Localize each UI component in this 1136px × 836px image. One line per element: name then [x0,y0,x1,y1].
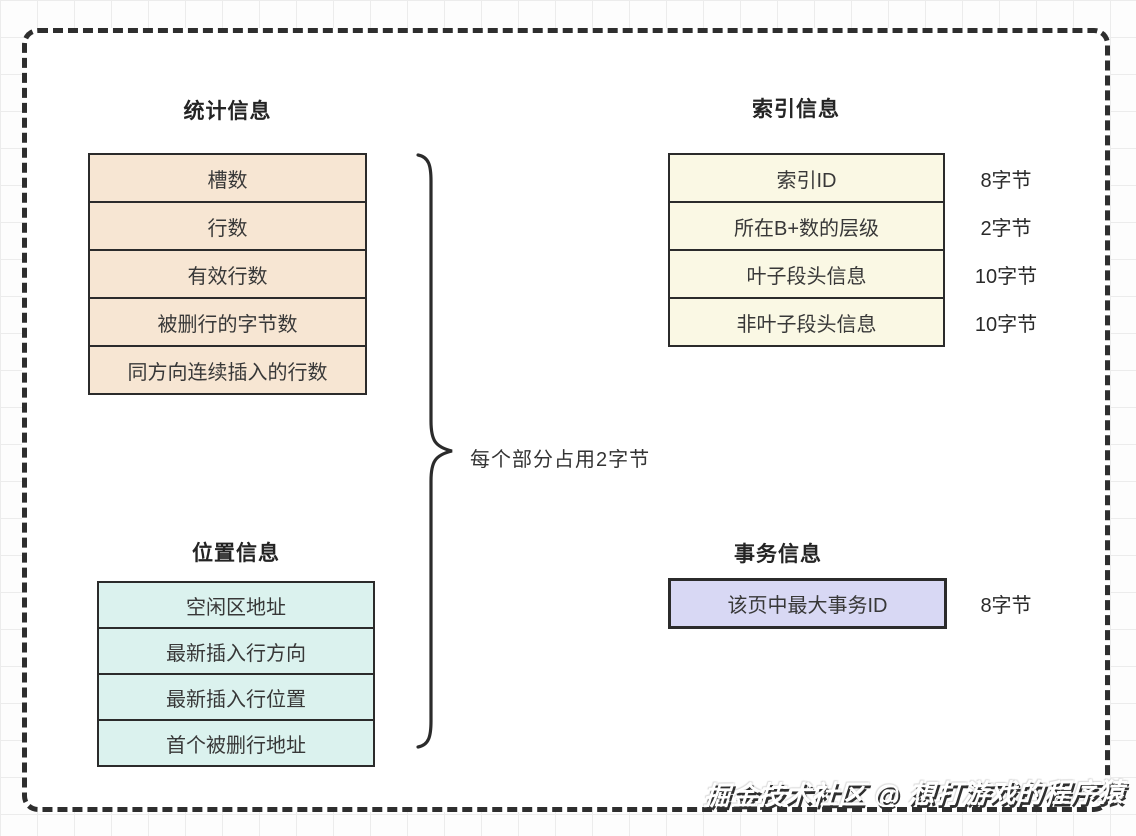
stats-row: 有效行数 [88,249,367,299]
byte-size-label: 2字节 [980,217,1032,240]
position-row: 最新插入行位置 [97,673,375,721]
transaction-row: 该页中最大事务ID [668,578,947,629]
transaction-box: 该页中最大事务ID [668,578,947,629]
index-size-labels: 8字节 2字节 10字节 10字节 [962,153,1050,347]
position-box: 空闲区地址 最新插入行方向 最新插入行位置 首个被删行地址 [97,581,375,767]
stats-row: 同方向连续插入的行数 [88,345,367,395]
watermark-text: 掘金技术社区 @ 想打游戏的程序猿 [702,777,1126,811]
byte-size-label: 8字节 [980,595,1032,617]
byte-size-label: 8字节 [980,169,1032,192]
curly-brace [416,153,453,749]
byte-size-label: 10字节 [974,265,1038,288]
index-box: 索引ID 所在B+数的层级 叶子段头信息 非叶子段头信息 [668,153,945,347]
stats-row: 被删行的字节数 [88,297,367,347]
group-title-transaction: 事务信息 [734,543,822,566]
index-row: 所在B+数的层级 [668,201,945,251]
index-row: 非叶子段头信息 [668,297,945,347]
position-row: 首个被删行地址 [97,719,375,767]
index-row: 叶子段头信息 [668,249,945,299]
position-row: 空闲区地址 [97,581,375,629]
group-title-index: 索引信息 [752,98,840,121]
position-row: 最新插入行方向 [97,627,375,675]
group-title-stats: 统计信息 [183,100,272,123]
stats-row: 行数 [88,201,367,251]
group-title-position: 位置信息 [192,542,280,565]
brace-annotation: 每个部分占用2字节 [470,449,651,471]
index-row: 索引ID [668,153,945,203]
transaction-size-labels: 8字节 [962,578,1050,629]
byte-size-label: 10字节 [974,313,1038,336]
stats-box: 槽数 行数 有效行数 被删行的字节数 同方向连续插入的行数 [88,153,367,395]
stats-row: 槽数 [88,153,367,203]
